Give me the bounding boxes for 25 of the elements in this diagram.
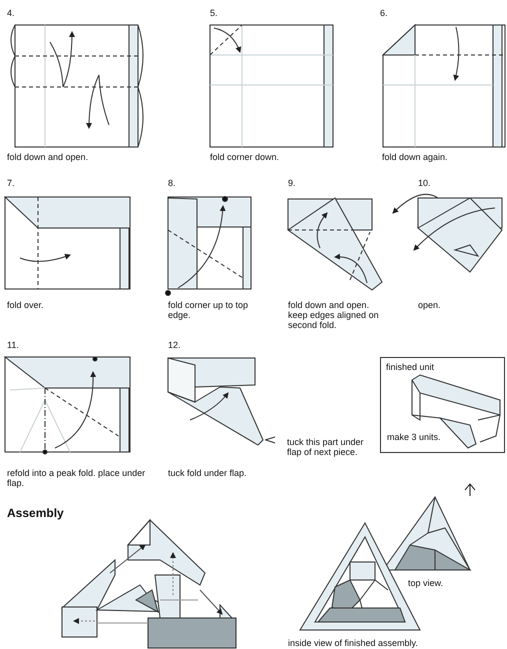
step-caption: fold down and open. — [7, 152, 88, 162]
step-caption: fold over. — [7, 300, 44, 310]
step-number: 10. — [418, 178, 431, 188]
step-caption: refold into a peak fold. place under flap. — [7, 468, 146, 488]
step-number: 7. — [7, 178, 15, 188]
section-heading: Assembly — [7, 506, 64, 520]
view-caption: top view. — [408, 578, 444, 588]
step-caption: fold down and open. keep edges aligned on second fold. — [288, 300, 380, 330]
step-caption: tuck fold under flap. — [168, 468, 247, 478]
step-caption: fold corner up to top edge. — [168, 300, 250, 320]
step-caption: fold corner down. — [210, 152, 280, 162]
step-number: 9. — [288, 178, 296, 188]
unit-panel — [380, 357, 505, 453]
step-number: 11. — [7, 340, 19, 350]
step-number: 5. — [210, 8, 218, 18]
panel-heading: finished unit — [386, 362, 434, 372]
view-caption: inside view of finished assembly. — [288, 638, 418, 648]
step-number: 12. — [168, 340, 181, 350]
panel-note: make 3 units. — [387, 432, 441, 442]
step-number: 4. — [7, 8, 15, 18]
step-number: 8. — [168, 178, 176, 188]
note-text: tuck this part under flap of next piece. — [287, 437, 365, 457]
step-caption: open. — [418, 300, 441, 310]
step-number: 6. — [380, 8, 388, 18]
step-caption: fold down again. — [382, 152, 448, 162]
